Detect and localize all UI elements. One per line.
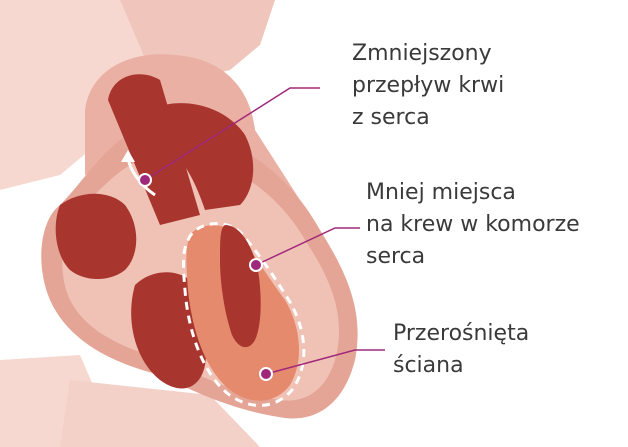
label-less-space-line-1: Mniej miejsca [366,177,580,209]
label-less-space-line-2: na krew w komorze [366,209,580,241]
label-reduced-flow-line-1: Zmniejszony [352,38,504,70]
label-less-space-line-3: serca [366,241,580,273]
marker-dot-wall [260,368,272,380]
marker-dot-flow [139,174,151,186]
label-reduced-flow-line-3: z serca [352,102,504,134]
label-thickened-wall-line-2: ściana [393,350,529,382]
marker-dot-space [250,259,262,271]
label-thickened-wall: Przerośnięta ściana [393,318,529,382]
label-thickened-wall-line-1: Przerośnięta [393,318,529,350]
label-less-space: Mniej miejsca na krew w komorze serca [366,177,580,273]
label-reduced-flow: Zmniejszony przepływ krwi z serca [352,38,504,134]
right-atrium [56,194,137,279]
label-reduced-flow-line-2: przepływ krwi [352,70,504,102]
